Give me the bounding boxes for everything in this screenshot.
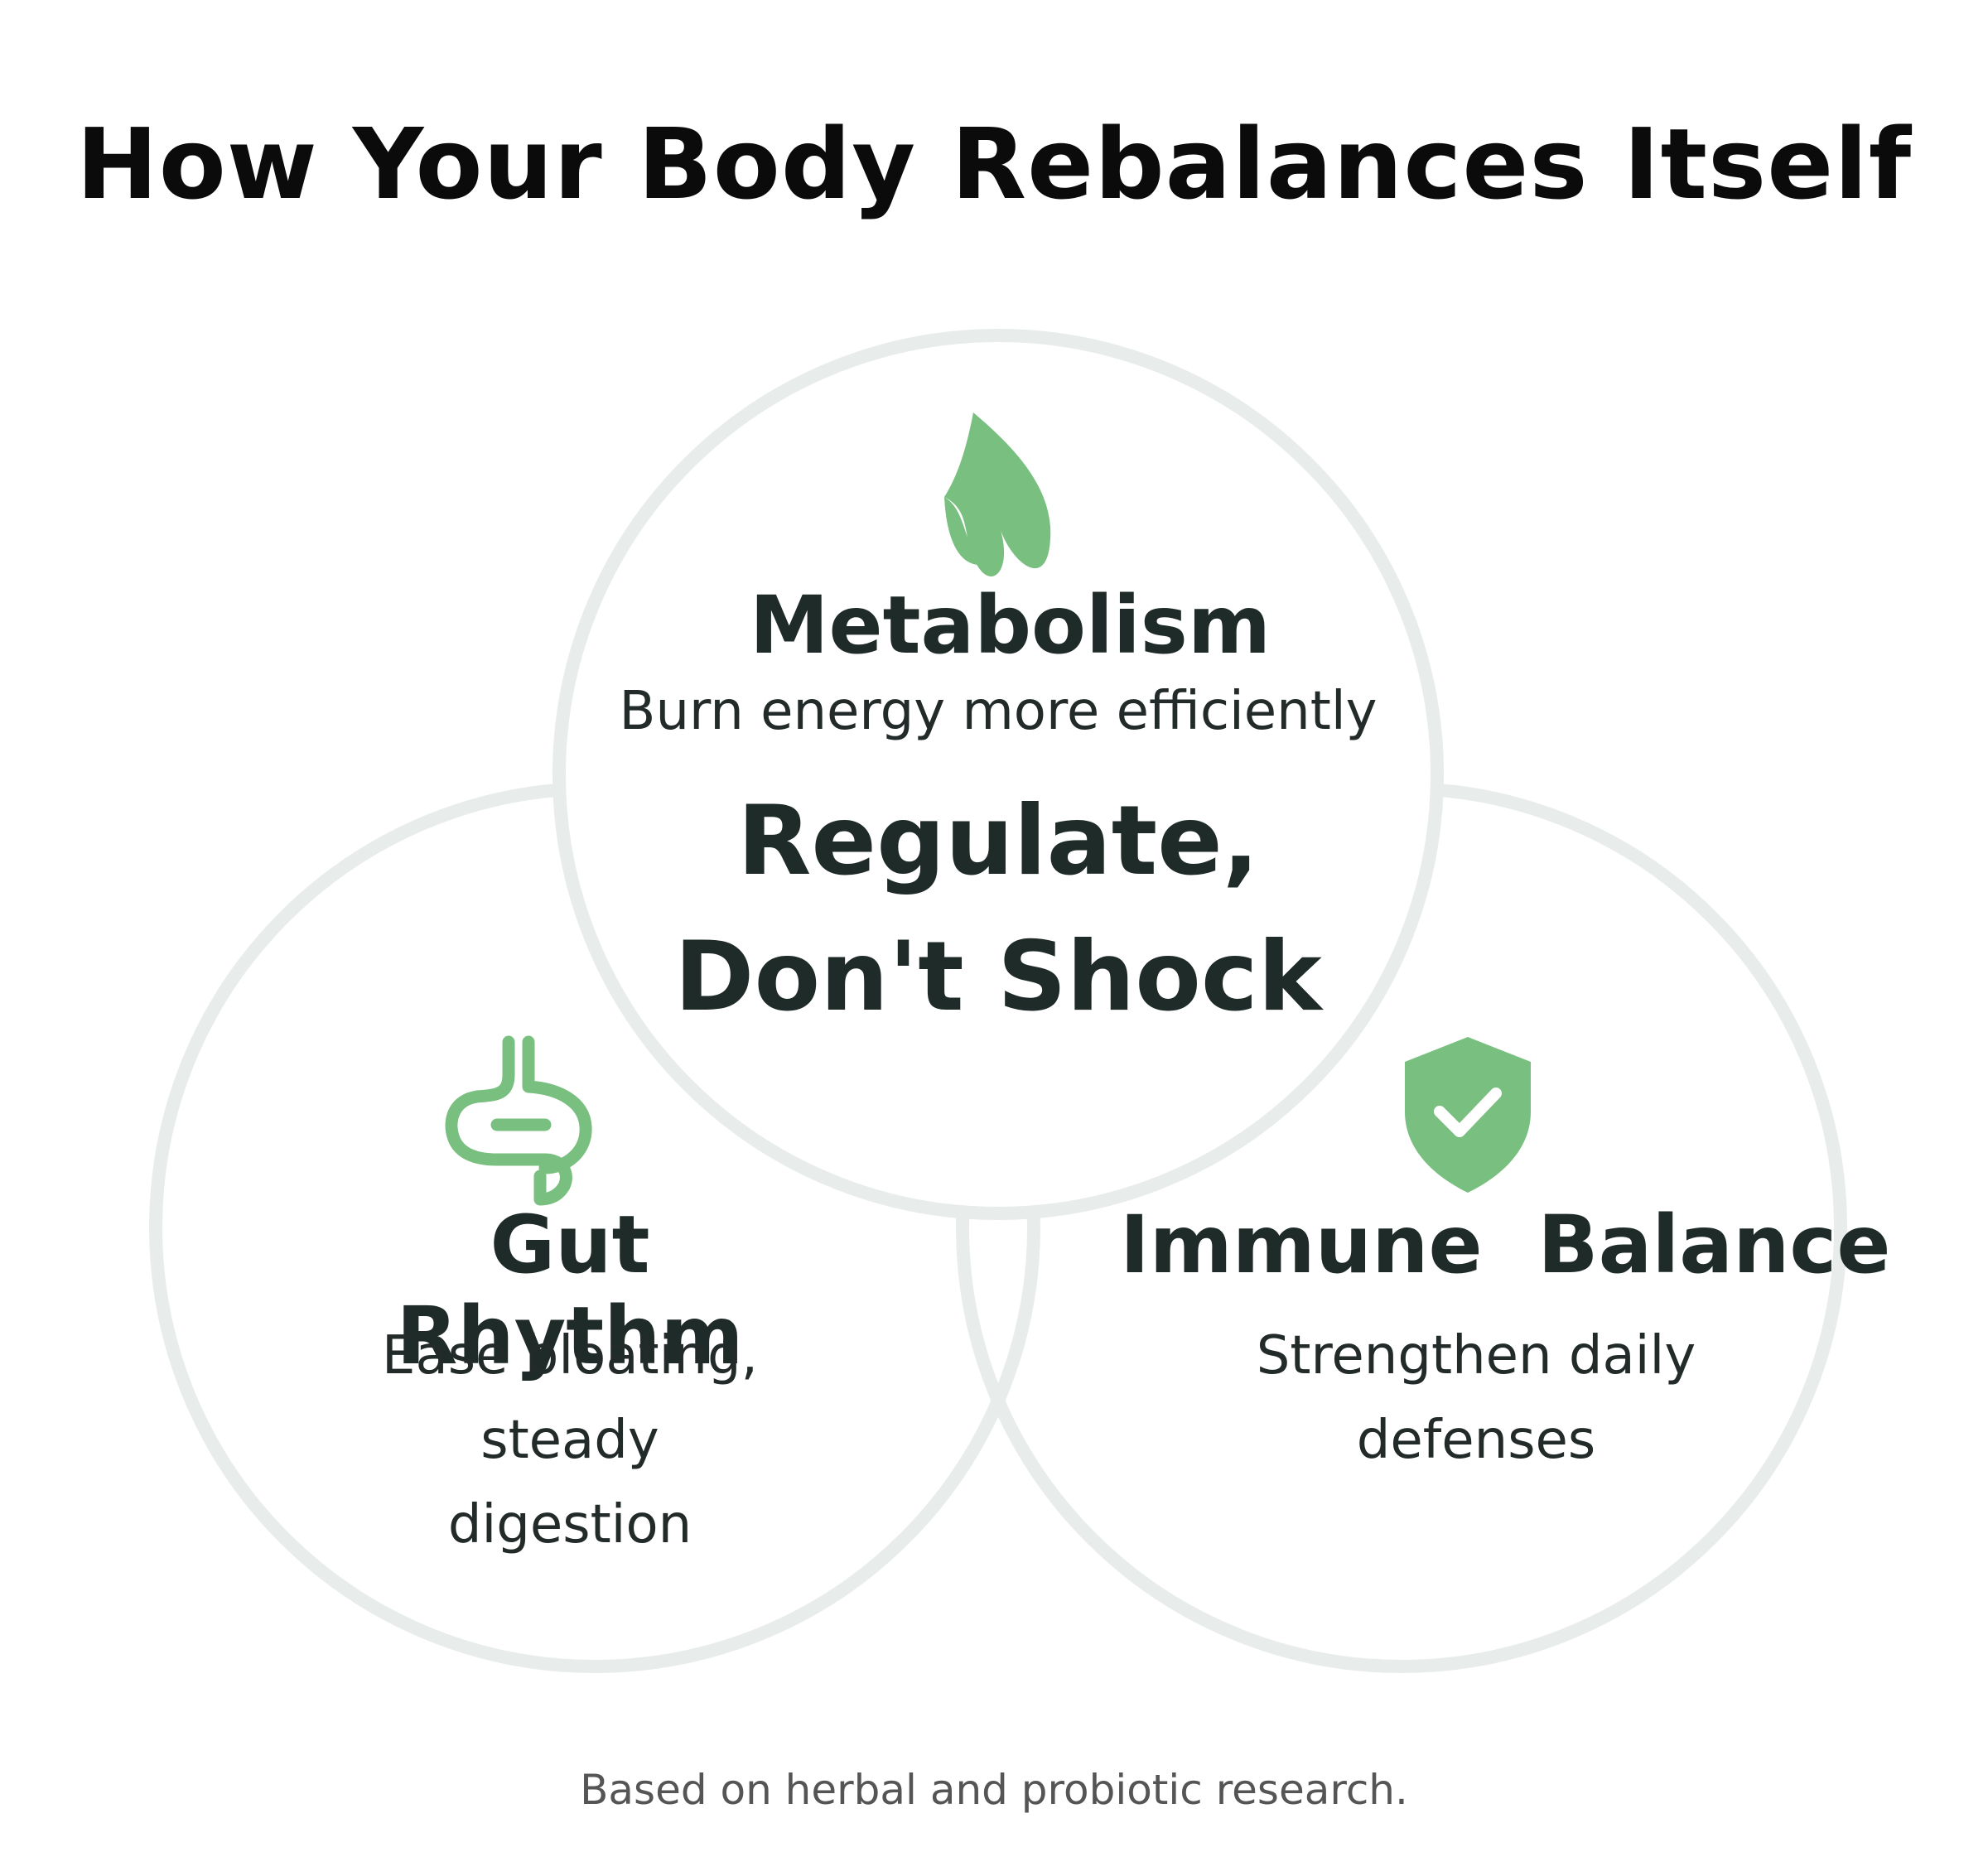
metabolism-circle xyxy=(552,329,1444,1220)
flame-icon xyxy=(944,412,1051,576)
intestine-icon xyxy=(445,1035,592,1206)
immune-balance-description-line-1: Strengthen daily xyxy=(1256,1325,1696,1387)
immune-balance-heading: Immune Balance xyxy=(1120,1198,1891,1291)
shield-check-icon xyxy=(1405,1037,1531,1193)
footnote: Based on herbal and probiotic research. xyxy=(580,1766,1408,1814)
immune-balance-description-line-2: defenses xyxy=(1356,1410,1596,1471)
page-title: How Your Body Rebalances Itself xyxy=(75,107,1913,221)
gut-rhythm-description-line-1: Ease bloating, xyxy=(382,1325,758,1387)
center-phrase-line-1: Regulate, xyxy=(737,785,1259,897)
metabolism-heading: Metabolism xyxy=(750,579,1271,672)
center-phrase-line-2: Don't Shock xyxy=(674,921,1322,1033)
metabolism-description: Burn energy more efficiently xyxy=(619,681,1378,742)
gut-rhythm-description-line-2: steady digestion xyxy=(447,1410,692,1556)
gut-rhythm-heading: Gut Rhythm xyxy=(396,1198,744,1383)
